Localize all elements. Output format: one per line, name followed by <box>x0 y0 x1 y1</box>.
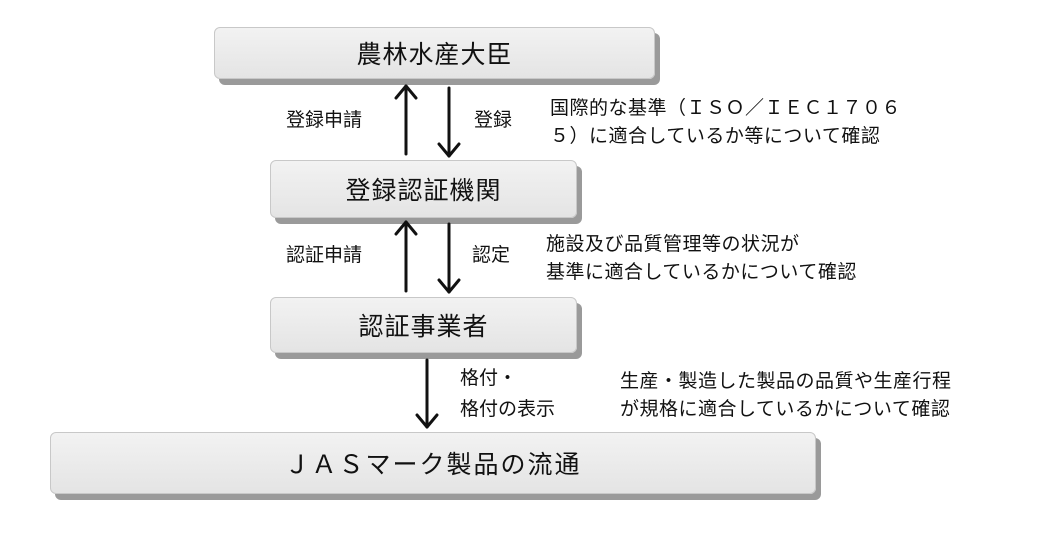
certification-label: 認定 <box>472 244 511 266</box>
registration-description: 国際的な基準（ＩＳＯ／ＩＥＣ１７０６ ５）に適合しているか等について確認 <box>550 94 901 150</box>
registration-application-label: 登録申請 <box>286 109 363 131</box>
certification-arrow <box>437 222 461 294</box>
grading-arrow <box>415 358 439 429</box>
operator-box: 認証事業者 <box>270 297 577 353</box>
operator-label: 認証事業者 <box>358 312 489 341</box>
grading-description-line: が規格に適合しているかについて確認 <box>620 398 951 420</box>
grading-label-line1: 格付・ <box>460 367 518 389</box>
certification-description-line: 基準に適合しているかについて確認 <box>546 261 857 283</box>
distribution-box: ＪＡＳマーク製品の流通 <box>50 432 816 494</box>
certification-application-label: 認証申請 <box>286 244 363 266</box>
registration-label: 登録 <box>474 109 513 131</box>
minister-box: 農林水産大臣 <box>214 27 655 79</box>
certification-description: 施設及び品質管理等の状況が 基準に適合しているかについて確認 <box>546 230 857 286</box>
certification-application-arrow <box>394 220 418 293</box>
registration-application-arrow <box>394 84 418 156</box>
registered-body-label: 登録認証機関 <box>345 176 502 205</box>
distribution-label: ＪＡＳマーク製品の流通 <box>284 450 582 479</box>
registration-description-line: 国際的な基準（ＩＳＯ／ＩＥＣ１７０６ <box>550 97 902 119</box>
registered-body-box: 登録認証機関 <box>270 160 577 218</box>
minister-label: 農林水産大臣 <box>356 40 513 69</box>
grading-label-line2: 格付の表示 <box>460 398 556 420</box>
registration-description-line: ５）に適合しているか等について確認 <box>550 125 881 147</box>
registration-arrow <box>437 86 461 158</box>
certification-description-line: 施設及び品質管理等の状況が <box>546 233 800 255</box>
grading-description: 生産・製造した製品の品質や生産行程 が規格に適合しているかについて確認 <box>620 367 952 423</box>
grading-description-line: 生産・製造した製品の品質や生産行程 <box>620 370 952 392</box>
